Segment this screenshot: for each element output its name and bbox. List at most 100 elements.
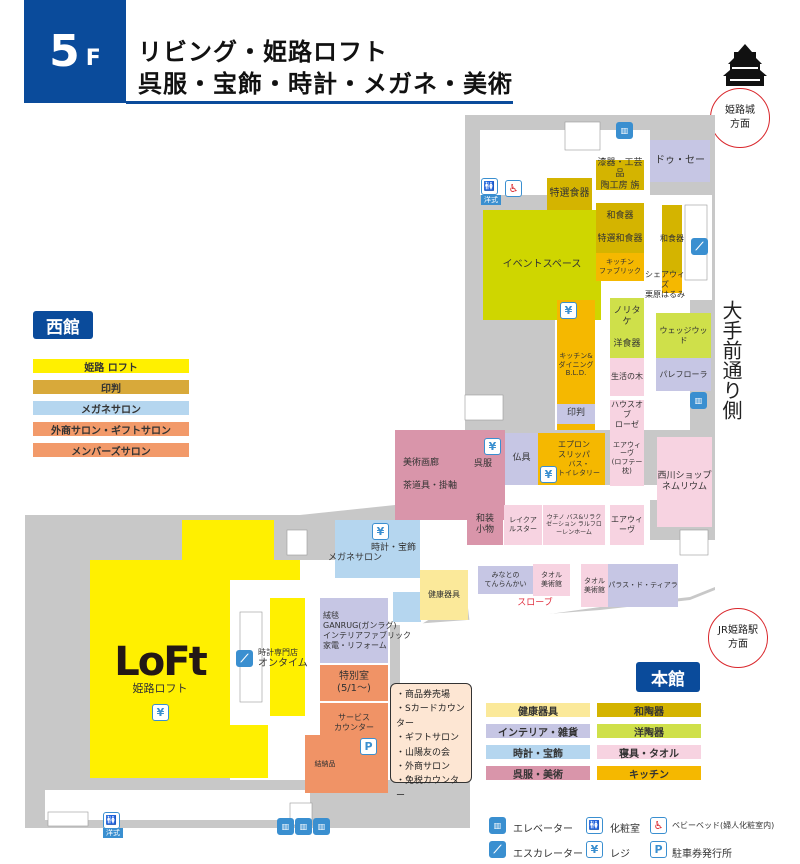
store-washokki-2[interactable]: 和食器: [660, 205, 684, 273]
parking-icon: P: [360, 738, 377, 755]
store-wasou[interactable]: 和装 小物: [467, 505, 503, 545]
title-underline: [126, 101, 513, 104]
register-icon: ¥: [560, 302, 577, 319]
store-noritake[interactable]: ノリタケ 洋食器: [610, 298, 644, 358]
service-callout: ・商品券売場 ・Sカードカウンター ・ギフトサロン ・山陽友の会 ・外商サロン …: [390, 683, 472, 801]
main-legend-item: 和陶器: [597, 703, 701, 718]
main-legend-item: インテリア・雑貨: [486, 724, 590, 739]
callout-item: ・免税カウンター: [396, 776, 460, 801]
main-legend-item: 洋陶器: [597, 724, 701, 739]
west-legend-item: 印判: [33, 380, 189, 395]
escalator-icon: ⟋: [489, 841, 506, 858]
store-loft[interactable]: LoFt 姫路ロフト: [90, 560, 230, 778]
store-megane[interactable]: メガネサロン: [327, 553, 382, 564]
register-icon: ¥: [372, 523, 389, 540]
main-legend-item: 時計・宝飾: [486, 745, 590, 760]
callout-item: ・ギフトサロン: [396, 733, 460, 744]
main-legend-item: 健康器具: [486, 703, 590, 718]
main-building-badge: 本館: [636, 662, 700, 692]
restroom-icon: 🚻: [103, 812, 120, 829]
store-washokki[interactable]: 和食器 特選和食器: [596, 203, 644, 253]
street-label: 大手前通り側: [719, 300, 743, 420]
store-bath-label: バス・ トイレタリー: [558, 460, 600, 477]
castle-icon: [723, 44, 767, 86]
west-building-badge: 西館: [33, 311, 93, 339]
west-legend-item: メガネサロン: [33, 401, 189, 416]
legend-parking: 駐車券発行所: [672, 849, 732, 860]
west-legend-item: 外商サロン・ギフトサロン: [33, 422, 189, 437]
elevator-icon: ▥: [616, 122, 633, 139]
store-yuino[interactable]: 結納品: [314, 759, 336, 768]
callout-item: ・山陽友の会: [396, 747, 451, 758]
store-lake[interactable]: レイクアルスター: [504, 505, 542, 545]
callout-item: ・外商サロン: [396, 761, 451, 772]
title-line2: 呉服・宝飾・時計・メガネ・美術: [138, 70, 513, 98]
elevator-icon: ▥: [489, 817, 506, 834]
parking-icon: P: [650, 841, 667, 858]
title-line1: リビング・姫路ロフト: [138, 38, 388, 66]
store-sharewith[interactable]: シェアウィズ 栗原はるみ: [645, 270, 685, 299]
store-wedgwood[interactable]: ウェッジウッド: [656, 313, 711, 358]
store-inban[interactable]: 印判: [557, 404, 595, 424]
loft-logo: LoFt: [114, 639, 207, 686]
floor-suffix: F: [85, 46, 101, 71]
elevator-icon: ▥: [313, 818, 330, 835]
store-sharewith-block: [662, 273, 682, 293]
escalator-icon: ⟋: [236, 650, 253, 667]
store-special-room[interactable]: 特別室 (5/1～): [320, 665, 388, 701]
slope-label: スローブ: [517, 598, 553, 609]
loft-area-bottom: [230, 725, 268, 778]
callout-item: ・Sカードカウンター: [396, 704, 465, 729]
restroom-icon: 🚻: [481, 178, 498, 195]
store-palefrola[interactable]: パレフローラ: [656, 358, 711, 391]
store-towel-2[interactable]: タオル 美術館: [581, 564, 608, 607]
western-toilet-label: 洋式: [481, 195, 501, 205]
store-dousse[interactable]: ドゥ・セー: [650, 140, 710, 182]
western-toilet-label: 洋式: [103, 828, 123, 838]
store-kitchen-fabric[interactable]: キッチン ファブリック: [596, 253, 644, 281]
service-counter[interactable]: サービス カウンター: [320, 703, 388, 743]
store-rug[interactable]: 絨毯 GANRUG(ガンラグ) インテリアファブリック 家電・リフォーム: [320, 598, 411, 663]
register-icon: ¥: [484, 438, 501, 455]
store-butsugu[interactable]: 仏具: [505, 433, 538, 485]
floor-number: 5: [49, 26, 80, 77]
ontime-sub: 時計専門店: [258, 647, 298, 657]
baby-bed-icon: ♿: [505, 180, 522, 197]
elevator-icon: ▥: [277, 818, 294, 835]
main-legend-item: キッチン: [597, 766, 701, 781]
west-legend-item: 姫路 ロフト: [33, 359, 189, 374]
register-icon: ¥: [152, 704, 169, 721]
store-nishikawa[interactable]: 西川ショップ ネムリウム: [657, 437, 712, 527]
main-legend-item: 寝具・タオル: [597, 745, 701, 760]
store-palace[interactable]: パラス・ド・ティアラ: [608, 564, 678, 607]
ontime-name: オンタイム: [258, 657, 308, 669]
west-legend-item: メンバーズサロン: [33, 443, 189, 458]
store-minato[interactable]: みなとの てんらんかい: [478, 566, 533, 594]
baby-bed-icon: ♿: [650, 817, 667, 834]
store-kenko[interactable]: 健康器具: [420, 570, 468, 620]
store-ontime[interactable]: 時計専門店オンタイム: [258, 645, 322, 673]
store-apron-label: エプロン スリッパ: [558, 440, 590, 460]
legend-restroom: 化粧室: [610, 824, 640, 835]
loft-area-side: [230, 560, 300, 580]
store-seikatsu[interactable]: 生活の木: [610, 358, 644, 396]
store-house-of-rose[interactable]: ハウスオブ ローゼ: [610, 400, 644, 430]
register-icon: ¥: [586, 841, 603, 858]
watch-area-block: [393, 592, 421, 622]
store-towel-1[interactable]: タオル 美術館: [533, 564, 570, 596]
legend-babybed: ベビーベッド(婦人化粧室内): [672, 821, 775, 830]
callout-item: ・商品券売場: [396, 690, 451, 700]
register-icon: ¥: [540, 466, 557, 483]
store-shikki[interactable]: 漆器・工芸品 陶工房 旃: [596, 158, 644, 191]
store-uchino[interactable]: ウチノ バス&リラクゼーション ラルフローレンホーム: [543, 505, 605, 545]
direction-castle: 姫路城 方面: [710, 88, 770, 148]
store-tokusen[interactable]: 特選食器: [547, 178, 592, 210]
legend-elevator: エレベーター: [513, 824, 573, 835]
main-legend-item: 呉服・美術: [486, 766, 590, 781]
store-airweave-2[interactable]: エアウィーヴ: [610, 505, 644, 545]
store-airweave-1[interactable]: エアウィーヴ (ロフテー枕): [610, 430, 644, 486]
elevator-icon: ▥: [690, 392, 707, 409]
store-gofuku[interactable]: 呉服: [473, 459, 492, 470]
loft-name: 姫路ロフト: [132, 682, 188, 696]
